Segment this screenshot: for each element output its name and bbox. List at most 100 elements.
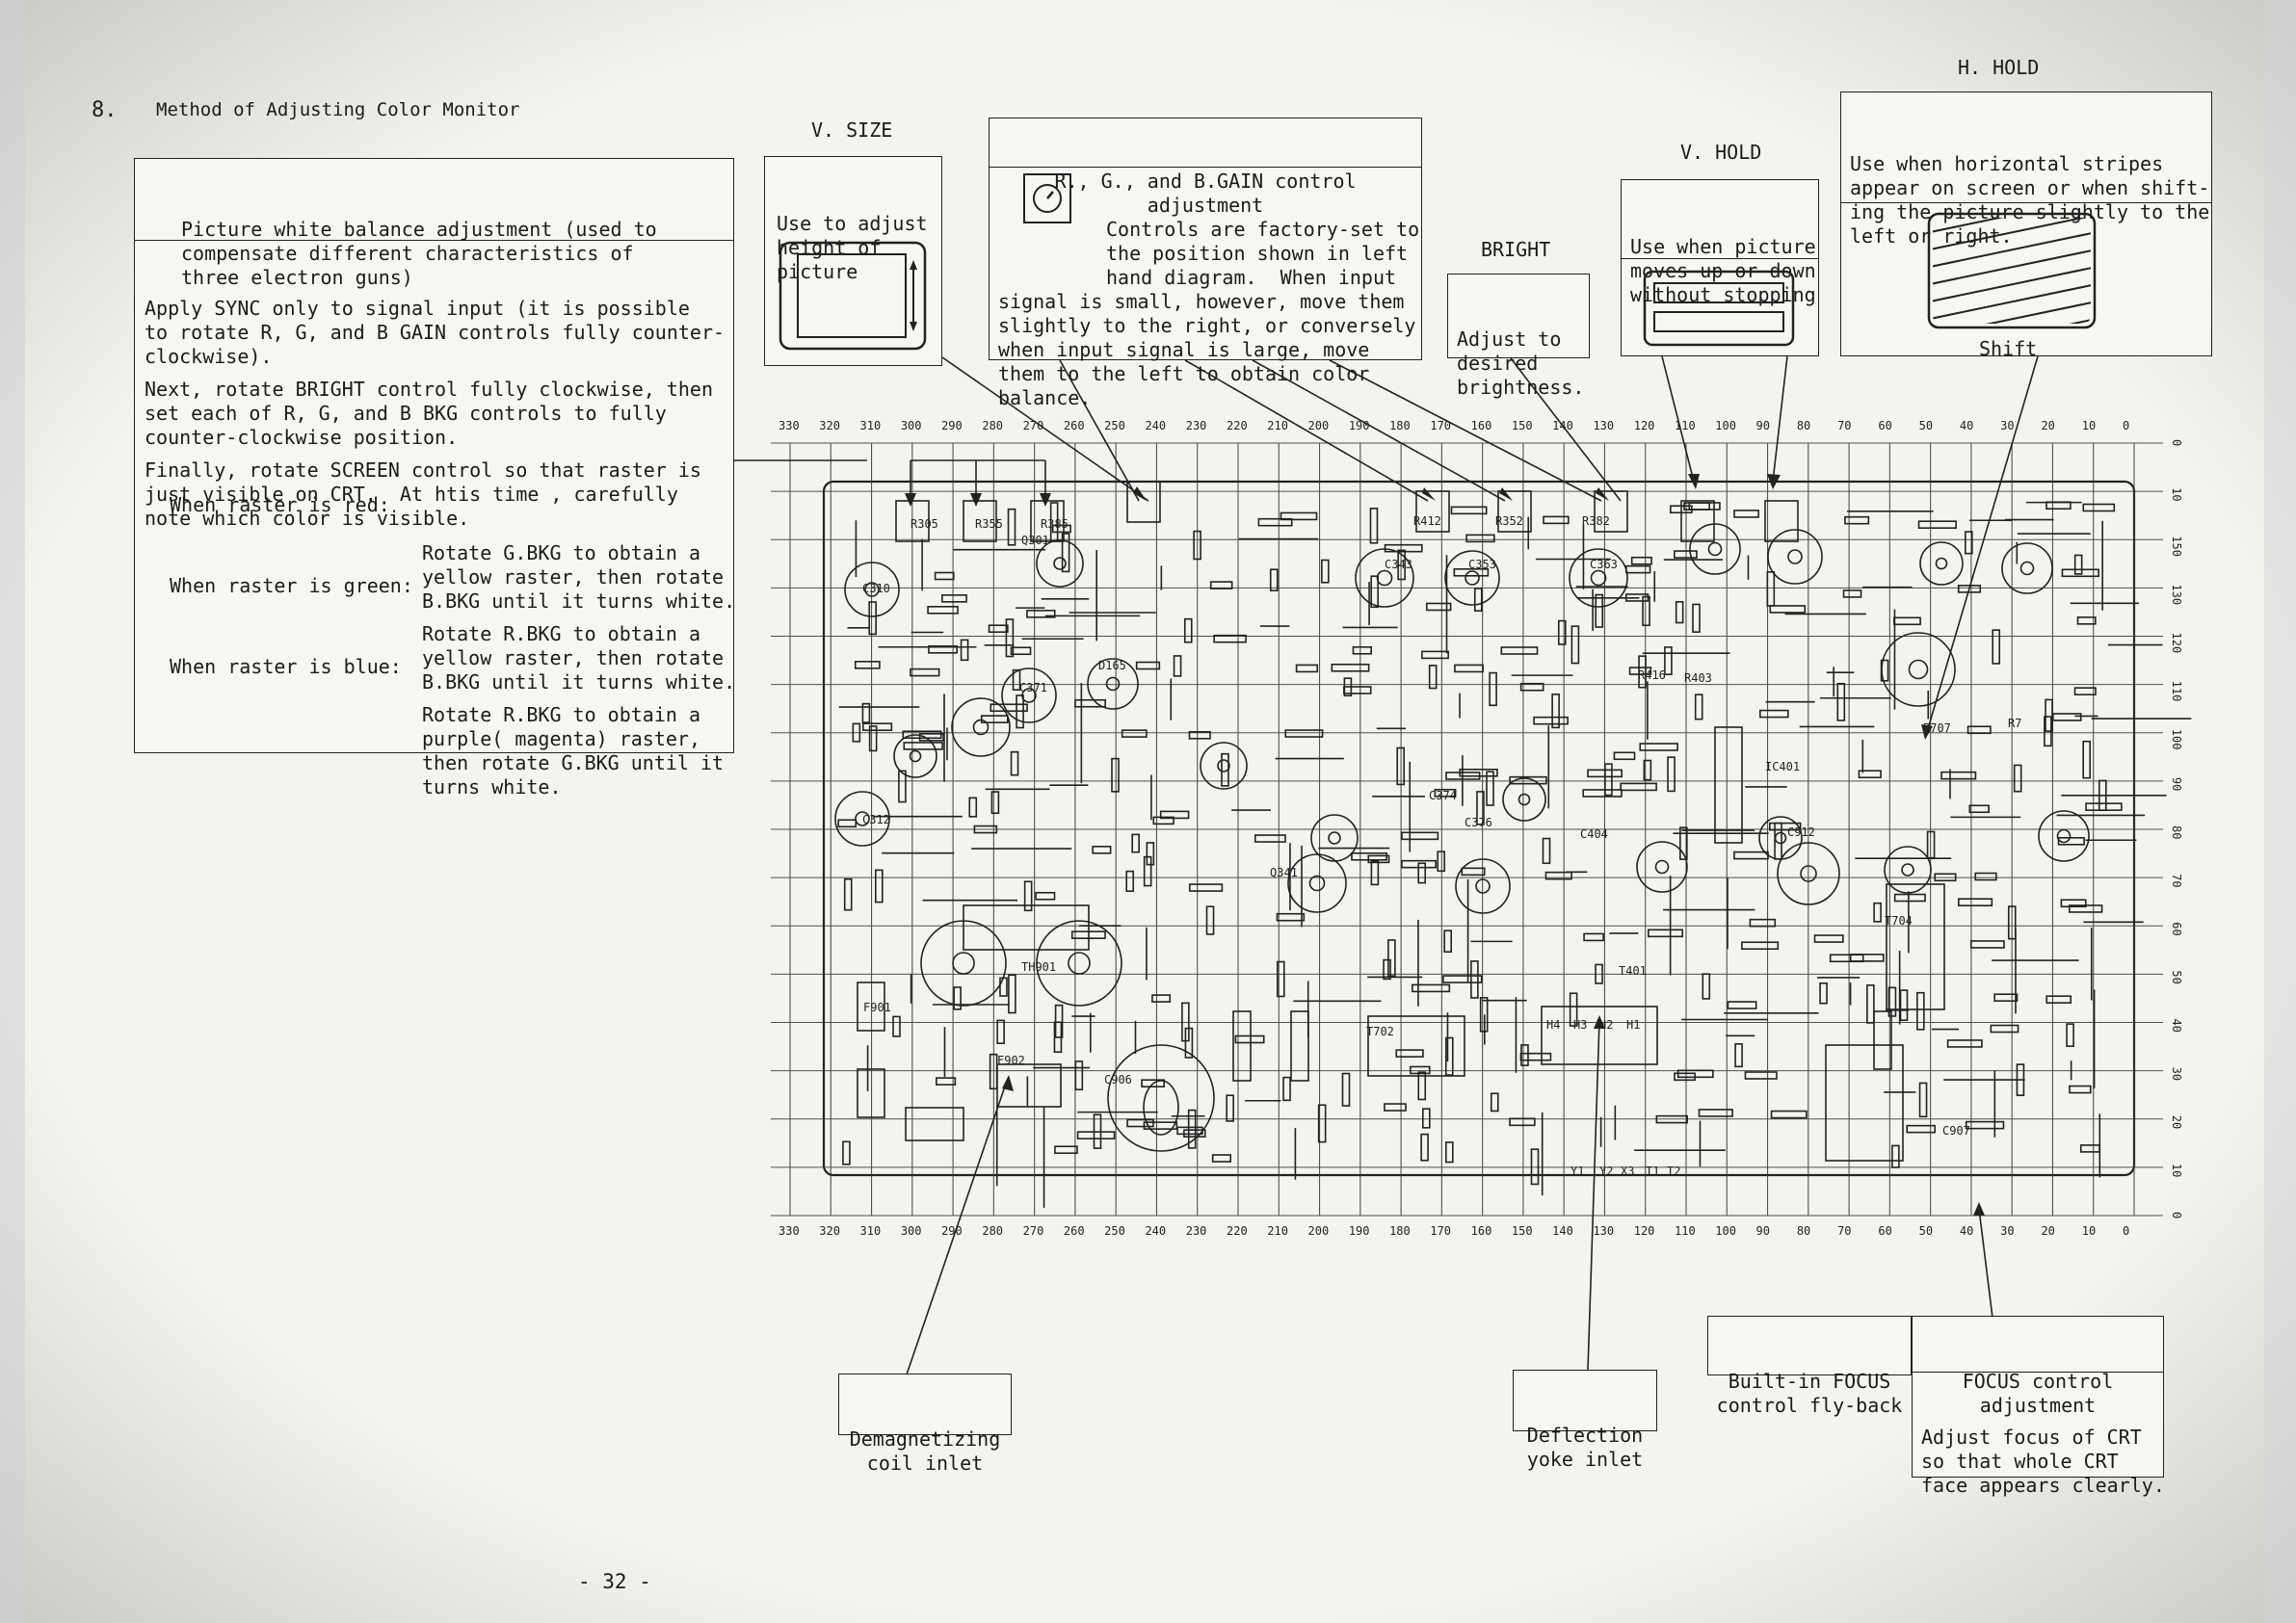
resistor-symbol [1813, 934, 1844, 943]
resistor-symbol [1226, 1094, 1234, 1122]
component-label: R355 [975, 517, 1003, 531]
resistor-symbol [1667, 756, 1676, 793]
focus-divider [1912, 1372, 2164, 1373]
resistor-symbol [1683, 502, 1710, 510]
resistor-symbol [1916, 991, 1925, 1031]
resistor-symbol [1369, 508, 1379, 544]
resistor-symbol [927, 606, 959, 615]
bottom-scale-label: 110 [1675, 1224, 1696, 1238]
resistor-symbol [953, 986, 962, 1010]
component-label: IC401 [1765, 760, 1800, 773]
resistor-symbol [1557, 619, 1567, 645]
top-scale-label: 80 [1797, 419, 1810, 432]
resistor-symbol [1280, 511, 1318, 521]
top-scale-label: 0 [2123, 419, 2129, 432]
section-number: 8. [92, 98, 118, 122]
component-label: C404 [1580, 827, 1608, 841]
connector-label: Y2 [1599, 1165, 1613, 1178]
instruction-heading: Picture white balance adjustment (used t… [181, 218, 657, 289]
resistor-symbol [1209, 581, 1233, 589]
resistor-symbol [1628, 667, 1652, 675]
module-symbol [963, 904, 1090, 951]
resistor-symbol [1183, 1129, 1206, 1138]
capacitor-symbol [1355, 548, 1414, 608]
resistor-symbol [2069, 1085, 2092, 1094]
resistor-symbol [1486, 771, 1494, 806]
connector-label: H1 [1626, 1018, 1640, 1032]
capacitor-symbol [1068, 952, 1091, 975]
component-label: C906 [1104, 1073, 1132, 1086]
resistor-symbol [1917, 520, 1957, 529]
connector-label: X3 [1621, 1165, 1634, 1178]
bottom-scale-label: 40 [1960, 1224, 1973, 1238]
resistor-symbol [1766, 571, 1776, 607]
resistor-symbol [1519, 1052, 1552, 1061]
top-scale-label: 330 [779, 419, 800, 432]
resistor-symbol [843, 877, 853, 911]
resistor-symbol [1401, 831, 1439, 841]
resistor-symbol [1093, 1113, 1102, 1149]
capacitor-symbol [951, 697, 1011, 757]
component-label: T401 [1619, 964, 1647, 978]
resistor-symbol [1604, 763, 1613, 797]
resistor-symbol [1284, 729, 1324, 738]
capacitor-symbol [864, 582, 880, 597]
resistor-symbol [1352, 645, 1372, 655]
resistor-symbol [1016, 694, 1024, 729]
resistor-symbol [861, 702, 871, 723]
bottom-scale-label: 320 [819, 1224, 840, 1238]
capacitor-symbol [1310, 814, 1359, 862]
resistor-symbol [1437, 851, 1446, 873]
component-label: R7 [2008, 717, 2021, 730]
v-hold-screen-icon [1643, 270, 1795, 347]
capacitor-symbol [1036, 920, 1122, 1007]
component-label: C912 [1787, 825, 1815, 839]
capacitor-symbol [1901, 863, 1914, 877]
resistor-symbol [1476, 791, 1485, 825]
resistor-symbol [1131, 833, 1140, 853]
top-scale-label: 30 [2000, 419, 2014, 432]
bottom-scale-label: 260 [1064, 1224, 1085, 1238]
resistor-symbol [1383, 958, 1391, 981]
resistor-symbol [1159, 810, 1190, 820]
top-scale-label: 320 [819, 419, 840, 432]
resistor-symbol [2082, 503, 2116, 512]
top-scale-label: 20 [2041, 419, 2054, 432]
resistor-symbol [980, 715, 1009, 723]
resistor-symbol [1940, 771, 1977, 780]
connector-symbol [1873, 1010, 1892, 1070]
bottom-scale-label: 30 [2000, 1224, 2014, 1238]
resistor-symbol [1966, 725, 1992, 735]
resistor-symbol [1866, 984, 1875, 1024]
resistor-symbol [1858, 770, 1882, 779]
side-scale-label: 10 [2170, 1164, 2183, 1177]
bottom-scale-label: 120 [1634, 1224, 1655, 1238]
section-title: Method of Adjusting Color Monitor [156, 99, 520, 120]
resistor-symbol [918, 733, 944, 742]
bottom-scale-label: 230 [1186, 1224, 1207, 1238]
resistor-symbol [1674, 1072, 1696, 1082]
resistor-symbol [973, 825, 998, 834]
resistor-symbol [1849, 954, 1885, 962]
connector-symbol [857, 982, 885, 1032]
resistor-symbol [1893, 893, 1926, 903]
module-symbol [1825, 1044, 1904, 1162]
capacitor-symbol [1758, 816, 1803, 860]
bottom-scale-label: 310 [860, 1224, 882, 1238]
capacitor-symbol [1308, 875, 1326, 892]
resistor-symbol [2045, 698, 2053, 732]
component-label: R412 [1413, 514, 1441, 528]
resistor-symbol [1426, 602, 1452, 612]
resistor-symbol [1193, 530, 1201, 561]
capacitor-symbol [1777, 842, 1840, 905]
capacitor-symbol [1884, 846, 1932, 894]
resistor-symbol [1111, 757, 1120, 793]
resistor-symbol [1076, 1131, 1116, 1139]
resistor-symbol [1698, 1109, 1733, 1117]
top-scale-label: 10 [2082, 419, 2096, 432]
resistor-symbol [1422, 1108, 1431, 1129]
resistor-symbol [1331, 663, 1370, 672]
case-blue-label: When raster is blue: [170, 655, 402, 678]
